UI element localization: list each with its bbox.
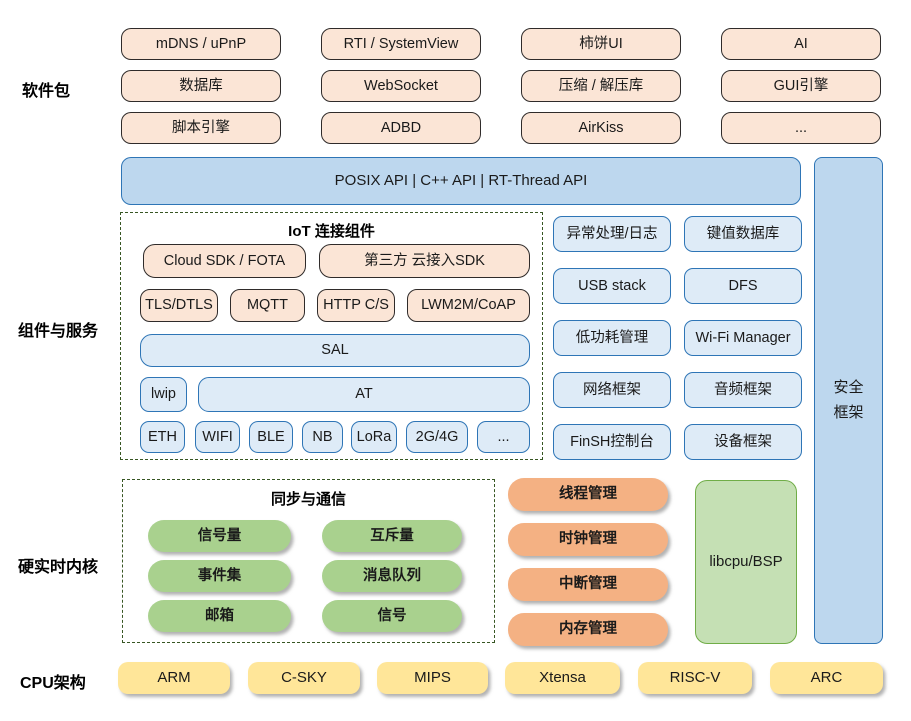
cpu-arc: ARC — [770, 662, 883, 694]
iot-link-wifi: WIFI — [195, 421, 240, 453]
package-gui-engine: GUI引擎 — [721, 70, 881, 102]
cpu-xtensa: Xtensa — [505, 662, 620, 694]
service-device-framework: 设备框架 — [684, 424, 802, 460]
iot-third-party: 第三方 云接入SDK — [319, 244, 530, 278]
kernel-interrupt-management: 中断管理 — [508, 568, 668, 601]
iot-http-cs: HTTP C/S — [317, 289, 395, 322]
kernel-clock-management: 时钟管理 — [508, 523, 668, 556]
kernel-memory-management: 内存管理 — [508, 613, 668, 646]
sync-panel: 同步与通信 — [122, 479, 495, 643]
service-wifi-manager: Wi-Fi Manager — [684, 320, 802, 356]
cpu-c-sky: C-SKY — [248, 662, 360, 694]
iot-link-nb: NB — [302, 421, 343, 453]
section-label-components-services: 组件与服务 — [18, 323, 99, 340]
service-finsh-console: FinSH控制台 — [553, 424, 671, 460]
cpu-risc-v: RISC-V — [638, 662, 752, 694]
security-framework-label: 安全框架 — [833, 378, 864, 421]
api-bar: POSIX API | C++ API | RT-Thread API — [121, 157, 801, 205]
iot-at: AT — [198, 377, 530, 412]
package-persimmon-ui: 柿饼UI — [521, 28, 681, 60]
iot-lwm2m-coap: LWM2M/CoAP — [407, 289, 530, 322]
sync-signal: 信号 — [322, 600, 462, 632]
iot-panel: IoT 连接组件 — [120, 212, 543, 460]
iot-sal: SAL — [140, 334, 530, 367]
iot-link-ble: BLE — [249, 421, 293, 453]
iot-link-lora: LoRa — [351, 421, 397, 453]
sync-mutex: 互斥量 — [322, 520, 462, 552]
security-framework: 安全框架 — [814, 157, 883, 644]
sync-semaphore: 信号量 — [148, 520, 291, 552]
iot-link-2g4g: 2G/4G — [406, 421, 468, 453]
sync-panel-title: 同步与通信 — [270, 491, 346, 508]
service-exception-log: 异常处理/日志 — [553, 216, 671, 252]
iot-panel-title: IoT 连接组件 — [288, 223, 375, 240]
cpu-mips: MIPS — [377, 662, 488, 694]
section-label-kernel: 硬实时内核 — [18, 559, 99, 576]
service-audio-framework: 音频框架 — [684, 372, 802, 408]
package-more: ... — [721, 112, 881, 144]
package-rti-systemview: RTI / SystemView — [321, 28, 481, 60]
package-ai: AI — [721, 28, 881, 60]
iot-cloud-sdk: Cloud SDK / FOTA — [143, 244, 306, 278]
package-websocket: WebSocket — [321, 70, 481, 102]
service-kv-database: 键值数据库 — [684, 216, 802, 252]
package-compression: 压缩 / 解压库 — [521, 70, 681, 102]
sync-mailbox: 邮箱 — [148, 600, 291, 632]
cpu-arm: ARM — [118, 662, 230, 694]
package-airkiss: AirKiss — [521, 112, 681, 144]
iot-lwip: lwip — [140, 377, 187, 412]
libcpu-bsp: libcpu/BSP — [695, 480, 797, 644]
sync-event-set: 事件集 — [148, 560, 291, 592]
package-adbd: ADBD — [321, 112, 481, 144]
service-network-framework: 网络框架 — [553, 372, 671, 408]
iot-tls-dtls: TLS/DTLS — [140, 289, 218, 322]
service-usb-stack: USB stack — [553, 268, 671, 304]
section-label-cpu-arch: CPU架构 — [20, 675, 86, 692]
package-database: 数据库 — [121, 70, 281, 102]
package-mdns-upnp: mDNS / uPnP — [121, 28, 281, 60]
service-low-power: 低功耗管理 — [553, 320, 671, 356]
iot-link-more: ... — [477, 421, 530, 453]
iot-mqtt: MQTT — [230, 289, 305, 322]
iot-link-eth: ETH — [140, 421, 185, 453]
service-dfs: DFS — [684, 268, 802, 304]
section-label-software-packages: 软件包 — [22, 83, 71, 100]
package-script-engine: 脚本引擎 — [121, 112, 281, 144]
kernel-thread-management: 线程管理 — [508, 478, 668, 511]
sync-message-queue: 消息队列 — [322, 560, 462, 592]
